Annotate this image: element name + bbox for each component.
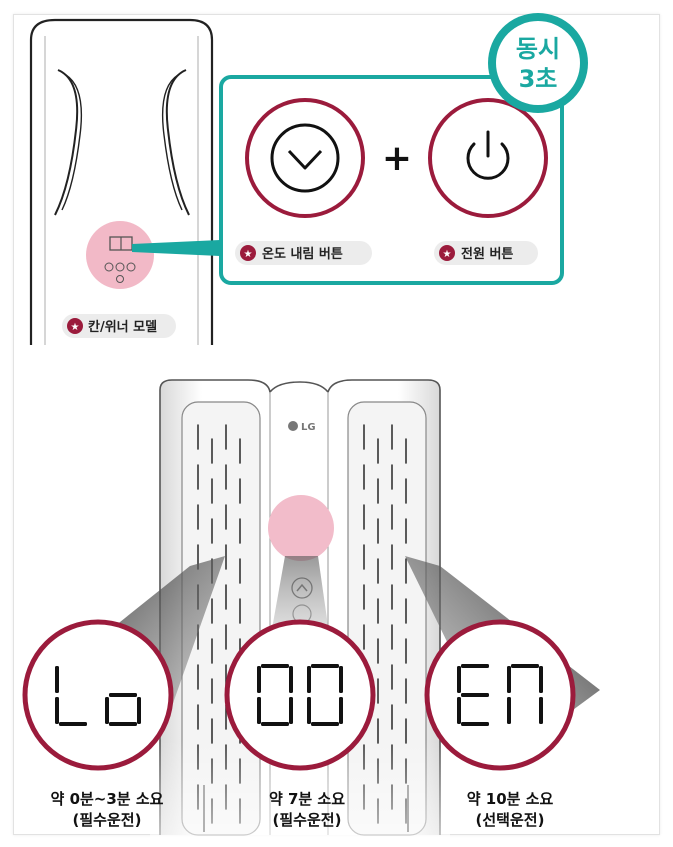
segment-00-1-f (307, 666, 311, 693)
callout-connector (132, 240, 220, 256)
segment-En-0-d (461, 722, 489, 726)
simultaneous-badge: 동시 3초 (488, 13, 588, 113)
caption-lo: 약 0분~3분 소요 (필수운전) (14, 789, 200, 831)
button-callout: + ★ 온도 내림 버튼 ★ 전원 버튼 (219, 75, 564, 285)
segment-Lo-0-d (59, 722, 87, 726)
segment-En-1-e (507, 697, 511, 724)
svg-text:★: ★ (244, 249, 253, 260)
display-circle-3 (424, 619, 576, 771)
svg-text:★: ★ (71, 322, 80, 333)
caption-en: 약 10분 소요 (선택운전) (412, 789, 608, 831)
segment-00-1-e (307, 697, 311, 724)
caption-lo-type: (필수운전) (72, 811, 142, 829)
temp-down-button (245, 98, 365, 218)
segment-00-0-e (257, 697, 261, 724)
segment-En-1-b (539, 666, 543, 693)
model-label: 칸/위너 모델 (88, 319, 157, 335)
segment-En-0-f (457, 666, 461, 693)
segment-00-0-c (289, 697, 293, 724)
badge-line1: 동시 (516, 35, 560, 63)
power-label-pill (434, 241, 538, 265)
segment-Lo-1-d (109, 722, 137, 726)
model-label-pill (62, 314, 176, 338)
power-icon (466, 142, 510, 180)
segment-00-1-b (339, 666, 343, 693)
lg-logo-icon (288, 421, 298, 431)
brand-label: LG (301, 422, 316, 433)
display-circle-1 (22, 619, 174, 771)
star-bullet-icon (439, 245, 455, 261)
control-panel-highlight (86, 221, 154, 289)
temp-down-label: 온도 내림 버튼 (262, 246, 343, 262)
display-highlight (268, 495, 334, 561)
segment-Lo-1-e (105, 697, 109, 724)
segment-En-0-a (461, 664, 489, 668)
temp-down-label-pill (235, 241, 372, 265)
power-button (428, 98, 548, 218)
star-bullet-icon (240, 245, 256, 261)
caption-00-type: (필수운전) (272, 811, 342, 829)
segment-En-1-c (539, 697, 543, 724)
segment-00-0-b (289, 666, 293, 693)
power-label: 전원 버튼 (461, 246, 513, 262)
segment-Lo-0-f (55, 666, 59, 693)
segment-Lo-1-g (109, 693, 137, 697)
display-circle-2 (224, 619, 376, 771)
segment-En-0-g (461, 693, 489, 697)
segment-Lo-1-c (137, 697, 141, 724)
segment-00-0-a (261, 664, 289, 668)
segment-En-0-e (457, 697, 461, 724)
segment-00-1-c (339, 697, 343, 724)
segment-00-1-d (311, 722, 339, 726)
svg-text:★: ★ (443, 249, 452, 260)
segment-00-0-d (261, 722, 289, 726)
purifier-top-unit: ★ 칸/위너 모델 (29, 18, 214, 345)
star-bullet-icon (67, 318, 83, 334)
segment-En-1-f (507, 666, 511, 693)
badge-line2: 3초 (519, 65, 558, 93)
plus-sign: + (382, 138, 412, 179)
caption-lo-time: 약 0분~3분 소요 (50, 790, 164, 808)
segment-Lo-0-e (55, 697, 59, 724)
caption-00: 약 7분 소요 (필수운전) (210, 789, 404, 831)
beam-middle (270, 556, 330, 640)
caption-en-type: (선택운전) (475, 811, 545, 829)
segment-00-0-f (257, 666, 261, 693)
caption-en-time: 약 10분 소요 (466, 790, 554, 808)
chevron-down-icon (270, 123, 340, 193)
caption-00-time: 약 7분 소요 (268, 790, 346, 808)
segment-En-1-a (511, 664, 539, 668)
segment-00-1-a (311, 664, 339, 668)
